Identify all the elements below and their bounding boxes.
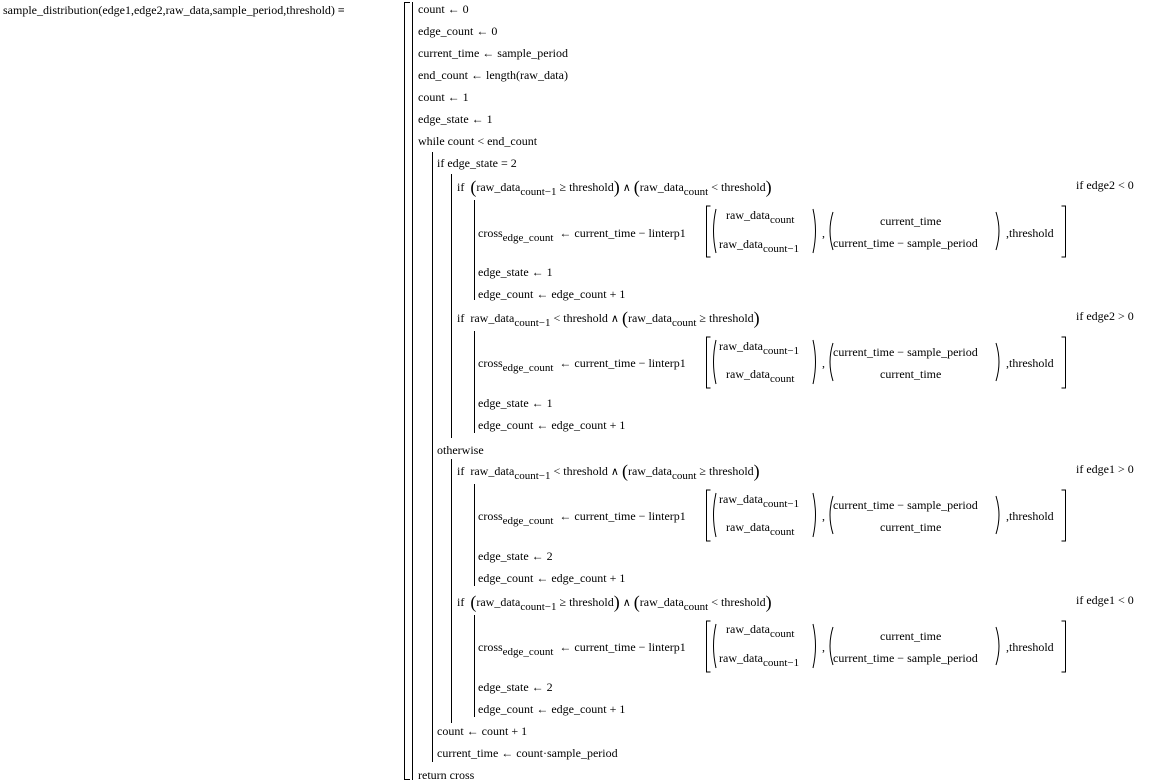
if-block-1-condition[interactable]: if (raw_datacount−1 ≥ threshold) ∧ (raw_… xyxy=(457,177,772,198)
block-3-vec1-top: raw_datacount−1 xyxy=(719,492,800,510)
block-2-edge-state[interactable]: edge_state ← 1 xyxy=(478,396,553,410)
stmt-end-count[interactable]: end_count ← length(raw_data) xyxy=(418,68,568,82)
b4-paren2-left xyxy=(829,626,834,666)
block-4-cross-assign[interactable]: crossedge_count ← current_time − linterp… xyxy=(478,640,686,658)
block-4-vec1-bottom: raw_datacount−1 xyxy=(719,651,800,669)
stmt-edge-count-init[interactable]: edge_count ← 0 xyxy=(418,24,498,38)
b1-paren1-right xyxy=(812,208,816,254)
block-2-cross-assign[interactable]: crossedge_count ← current_time − linterp… xyxy=(478,356,686,374)
b2-square-right xyxy=(1061,336,1066,389)
stmt-count-one[interactable]: count ← 1 xyxy=(418,90,469,104)
block-1-vec2-bottom: current_time − sample_period xyxy=(833,236,978,250)
block-4-body-line xyxy=(474,615,475,717)
stmt-count-increment[interactable]: count ← count + 1 xyxy=(437,724,528,738)
stmt-while[interactable]: while count < end_count xyxy=(418,134,538,148)
b2-paren2-left xyxy=(829,342,834,382)
block-3-comma: , xyxy=(822,509,825,523)
block-1-comma: , xyxy=(822,226,825,240)
block-4-edge-count-inc[interactable]: edge_count ← edge_count + 1 xyxy=(478,702,626,716)
block-1-edge-count-inc[interactable]: edge_count ← edge_count + 1 xyxy=(478,287,626,301)
block-4-threshold: ,threshold xyxy=(1006,640,1054,654)
block-2-vec2-bottom: current_time xyxy=(880,367,942,381)
block-2-vec1-top: raw_datacount−1 xyxy=(719,339,800,357)
b2-paren1-left xyxy=(713,339,717,385)
stmt-edge-state-init[interactable]: edge_state ← 1 xyxy=(418,112,493,126)
b2-paren2-right xyxy=(995,342,1000,382)
block-4-vec1-top: raw_datacount xyxy=(726,622,795,640)
otherwise-body-line xyxy=(451,459,452,723)
block-2-comma: , xyxy=(822,356,825,370)
b2-square-left xyxy=(706,336,711,389)
b4-paren1-right xyxy=(812,623,816,669)
b1-paren2-left xyxy=(829,211,834,251)
b3-square-right xyxy=(1061,489,1066,542)
b2-paren1-right xyxy=(812,339,816,385)
b4-paren2-right xyxy=(995,626,1000,666)
if-block-4-condition[interactable]: if (raw_datacount−1 ≥ threshold) ∧ (raw_… xyxy=(457,592,772,613)
block-3-threshold: ,threshold xyxy=(1006,509,1054,523)
if-block-3-side-condition[interactable]: if edge1 > 0 xyxy=(1076,462,1134,476)
block-2-edge-count-inc[interactable]: edge_count ← edge_count + 1 xyxy=(478,418,626,432)
program-bracket xyxy=(404,2,405,780)
b1-paren2-right xyxy=(995,211,1000,251)
block-2-vec2-top: current_time − sample_period xyxy=(833,345,978,359)
if-block-2-condition[interactable]: if raw_datacount−1 < threshold ∧ (raw_da… xyxy=(457,308,760,329)
block-3-edge-count-inc[interactable]: edge_count ← edge_count + 1 xyxy=(478,571,626,585)
block-3-body-line xyxy=(474,484,475,586)
block-4-edge-state[interactable]: edge_state ← 2 xyxy=(478,680,553,694)
b4-square-right xyxy=(1061,620,1066,673)
program-bracket-bottom xyxy=(404,779,410,780)
block-1-body-line xyxy=(474,200,475,300)
block-3-cross-assign[interactable]: crossedge_count ← current_time − linterp… xyxy=(478,509,686,527)
block-1-vec1-top: raw_datacount xyxy=(726,208,795,226)
if-block-1-side-condition[interactable]: if edge2 < 0 xyxy=(1076,178,1134,192)
if-block-4-side-condition[interactable]: if edge1 < 0 xyxy=(1076,593,1134,607)
b4-square-left xyxy=(706,620,711,673)
block-3-edge-state[interactable]: edge_state ← 2 xyxy=(478,549,553,563)
block-1-cross-assign[interactable]: crossedge_count ← current_time − linterp… xyxy=(478,226,686,244)
program-bracket-top xyxy=(404,2,410,3)
b3-paren2-right xyxy=(995,495,1000,535)
while-body-line xyxy=(432,152,433,762)
stmt-otherwise[interactable]: otherwise xyxy=(437,443,484,457)
b1-square-left xyxy=(706,205,711,258)
if-block-2-side-condition[interactable]: if edge2 > 0 xyxy=(1076,309,1134,323)
b3-paren1-left xyxy=(713,492,717,538)
stmt-count-init[interactable]: count ← 0 xyxy=(418,2,469,16)
if-body-line xyxy=(451,174,452,438)
block-3-vec2-bottom: current_time xyxy=(880,520,942,534)
block-1-vec2-top: current_time xyxy=(880,214,942,228)
block-4-comma: , xyxy=(822,640,825,654)
b3-square-left xyxy=(706,489,711,542)
block-1-threshold: ,threshold xyxy=(1006,226,1054,240)
b4-paren1-left xyxy=(713,623,717,669)
stmt-if-edge-state[interactable]: if edge_state = 2 xyxy=(437,156,517,170)
block-3-vec2-top: current_time − sample_period xyxy=(833,498,978,512)
program-line xyxy=(412,2,413,780)
block-3-vec1-bottom: raw_datacount xyxy=(726,520,795,538)
stmt-return[interactable]: return cross xyxy=(418,768,475,782)
if-block-3-condition[interactable]: if raw_datacount−1 < threshold ∧ (raw_da… xyxy=(457,461,760,482)
block-1-edge-state[interactable]: edge_state ← 1 xyxy=(478,265,553,279)
function-definition[interactable]: sample_distribution(edge1,edge2,raw_data… xyxy=(3,3,345,17)
block-4-vec2-top: current_time xyxy=(880,629,942,643)
block-2-threshold: ,threshold xyxy=(1006,356,1054,370)
b3-paren1-right xyxy=(812,492,816,538)
block-4-vec2-bottom: current_time − sample_period xyxy=(833,651,978,665)
b1-square-right xyxy=(1061,205,1066,258)
block-2-body-line xyxy=(474,331,475,433)
b3-paren2-left xyxy=(829,495,834,535)
stmt-current-time-init[interactable]: current_time ← sample_period xyxy=(418,46,568,60)
block-2-vec1-bottom: raw_datacount xyxy=(726,367,795,385)
block-1-vec1-bottom: raw_datacount−1 xyxy=(719,237,800,255)
stmt-current-time-update[interactable]: current_time ← count·sample_period xyxy=(437,746,618,760)
b1-paren1-left xyxy=(713,208,717,254)
